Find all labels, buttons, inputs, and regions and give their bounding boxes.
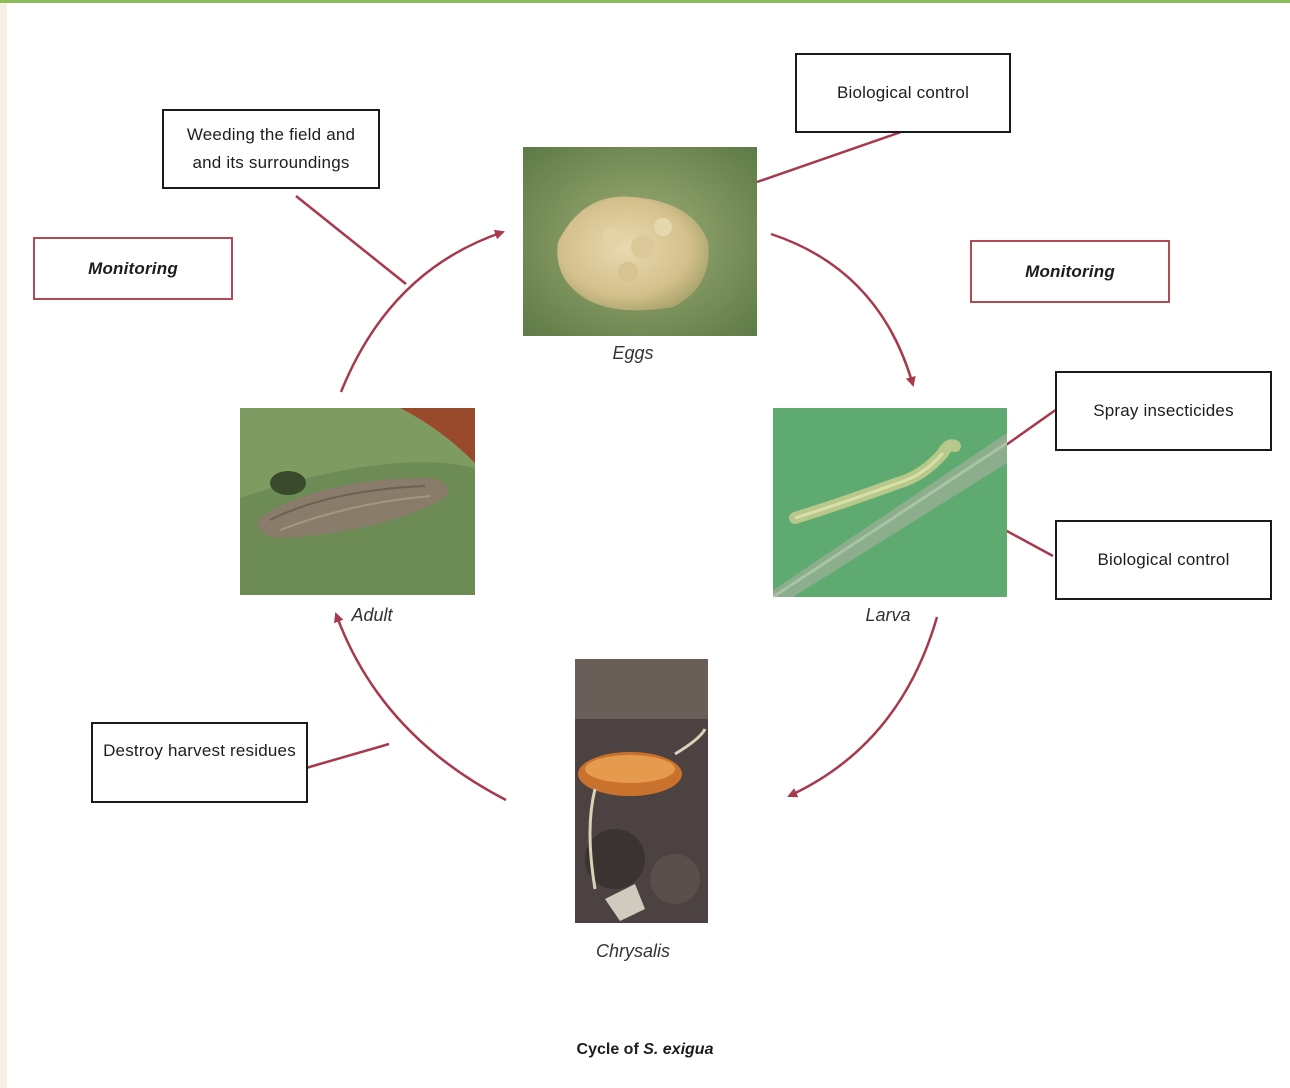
larva-photo	[773, 408, 1007, 597]
arrow-larva-to-chrysalis	[789, 617, 937, 796]
destroy-residues-box: Destroy harvest residues	[91, 722, 308, 803]
eggs-caption: Eggs	[583, 343, 683, 364]
biological-control-box-right: Biological control	[1055, 520, 1272, 600]
connector-destroy	[306, 744, 389, 768]
adult-photo	[240, 408, 475, 595]
chrysalis-photo	[575, 659, 708, 923]
chrysalis-caption: Chrysalis	[573, 941, 693, 962]
spray-insecticides-box: Spray insecticides	[1055, 371, 1272, 451]
arrow-adult-to-eggs	[341, 232, 503, 392]
connector-weeding	[296, 196, 406, 284]
monitoring-box-right: Monitoring	[970, 240, 1170, 303]
figure-title: Cycle of S. exigua	[0, 1041, 1290, 1059]
figure-title-species: S. exigua	[643, 1041, 713, 1058]
figure-title-prefix: Cycle of	[577, 1041, 644, 1058]
eggs-photo	[523, 147, 757, 336]
connector-spray	[1006, 409, 1057, 445]
larva-caption: Larva	[838, 605, 938, 626]
connector-bio-right	[1005, 530, 1053, 556]
biological-control-box-top: Biological control	[795, 53, 1011, 133]
monitoring-box-left: Monitoring	[33, 237, 233, 300]
adult-caption: Adult	[322, 605, 422, 626]
arrow-chrysalis-to-adult	[336, 614, 506, 800]
weeding-box: Weeding the field and and its surroundin…	[162, 109, 380, 189]
arrow-eggs-to-larva	[771, 234, 913, 385]
connector-bio-top	[757, 132, 901, 182]
